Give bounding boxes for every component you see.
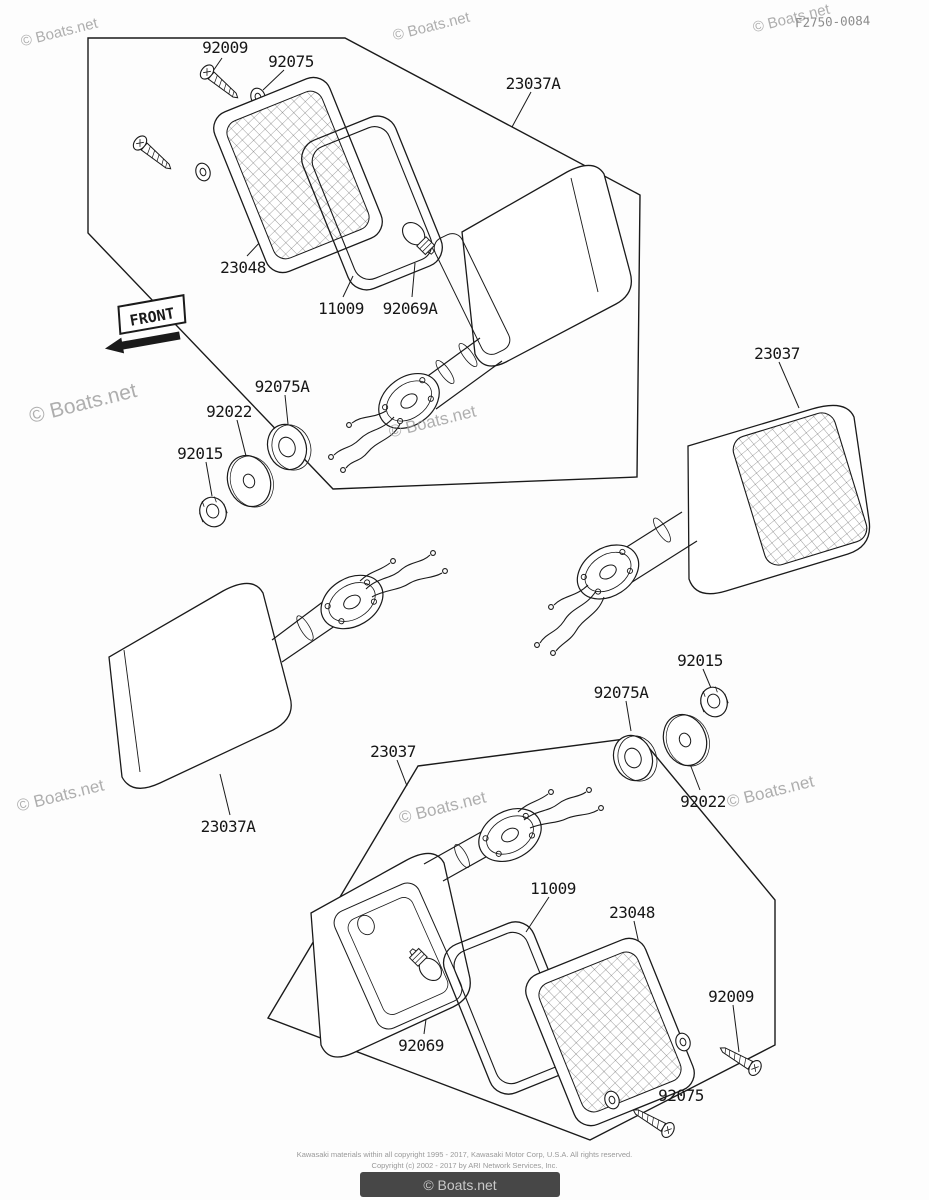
part-label-92015-left: 92015	[177, 444, 223, 463]
screw-icon	[197, 61, 244, 105]
part-label-92075A-left: 92075A	[254, 377, 310, 396]
wires-left	[359, 550, 448, 598]
part-label-92075A-right: 92075A	[593, 683, 649, 702]
lens-top	[213, 76, 383, 274]
footer-copyright: Kawasaki materials within all copyright …	[0, 1150, 929, 1171]
part-label-23037A-top: 23037A	[505, 74, 561, 93]
part-label-11009-top: 11009	[318, 299, 364, 318]
part-label-92075-bottom: 92075	[658, 1086, 704, 1105]
watermark-badge: © Boats.net	[360, 1172, 560, 1197]
turn-signal-right	[534, 404, 871, 656]
lens-bottom	[525, 937, 695, 1127]
part-label-23037-bottom: 23037	[370, 742, 416, 761]
upper-enclosure-outline	[87, 37, 641, 490]
wires-bottom	[517, 787, 604, 829]
grommet-icon	[606, 727, 664, 789]
nut-icon	[195, 492, 231, 532]
part-label-23048-top: 23048	[220, 258, 266, 277]
grommet-icon	[260, 416, 318, 478]
part-label-92075-top: 92075	[268, 52, 314, 71]
mount-flange-icon	[310, 563, 394, 641]
part-label-23037-right: 23037	[754, 344, 800, 363]
gasket-top	[301, 115, 443, 291]
wires-top	[328, 410, 401, 473]
turn-signal-left	[108, 550, 448, 789]
screw-icon	[130, 132, 177, 176]
washer-icon	[193, 160, 213, 184]
nut-icon	[696, 682, 732, 722]
mount-flange-icon	[566, 533, 650, 611]
part-label-92015-right: 92015	[677, 651, 723, 670]
wires-right	[534, 584, 605, 656]
part-label-92069: 92069	[398, 1036, 444, 1055]
housing-top	[433, 164, 633, 367]
front-arrow-icon	[104, 331, 181, 354]
part-label-92022-left: 92022	[206, 402, 252, 421]
footer-line-1: Kawasaki materials within all copyright …	[296, 1150, 633, 1159]
large-washer-icon	[655, 706, 718, 774]
part-label-23037A-left: 23037A	[200, 817, 256, 836]
mount-flange-icon	[468, 797, 552, 873]
part-label-23048-bottom: 23048	[609, 903, 655, 922]
diagram-code: F2750-0084	[794, 12, 871, 31]
front-direction-label: FRONT	[104, 294, 187, 354]
part-label-92009-bottom: 92009	[708, 987, 754, 1006]
part-label-92069A: 92069A	[382, 299, 438, 318]
part-label-92009-top: 92009	[202, 38, 248, 57]
bulb-icon	[397, 217, 440, 260]
housing-bottom	[310, 852, 471, 1058]
part-label-11009-bottom: 11009	[530, 879, 576, 898]
footer-line-2: Copyright (c) 2002 - 2017 by ARI Network…	[371, 1160, 558, 1170]
part-label-92022-right: 92022	[680, 792, 726, 811]
